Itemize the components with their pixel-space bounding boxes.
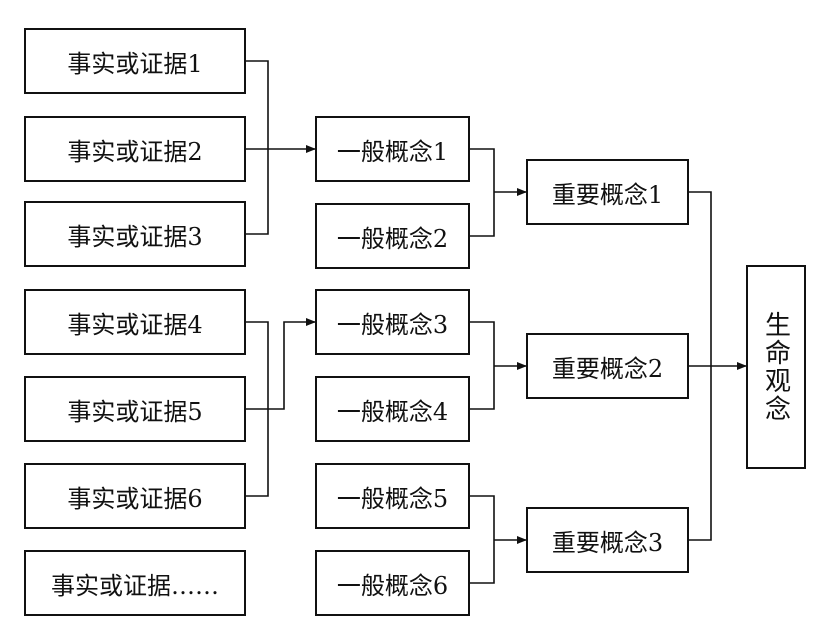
connector-general-3-4: [470, 321, 495, 410]
general-concept-box-1: 一般概念1: [315, 116, 470, 182]
life-concept-box: 生命观念: [746, 265, 806, 469]
general-concept-box-4: 一般概念4: [315, 376, 470, 442]
connector-general-1-2: [470, 148, 495, 237]
evidence-box-6: 事实或证据6: [24, 463, 246, 529]
evidence-box-more: 事实或证据……: [24, 550, 246, 616]
evidence-box-4: 事实或证据4: [24, 289, 246, 355]
evidence-box-5: 事实或证据5: [24, 376, 246, 442]
important-concept-box-2: 重要概念2: [526, 333, 689, 399]
general-concept-box-5: 一般概念5: [315, 463, 470, 529]
important-concept-box-1: 重要概念1: [526, 159, 689, 225]
general-concept-box-6: 一般概念6: [315, 550, 470, 616]
important-concept-box-3: 重要概念3: [526, 507, 689, 573]
general-concept-box-3: 一般概念3: [315, 289, 470, 355]
arrow-to-general-3: [246, 318, 316, 410]
evidence-box-3: 事实或证据3: [24, 201, 246, 267]
connector-general-5-6: [470, 495, 495, 584]
evidence-box-1: 事实或证据1: [24, 28, 246, 94]
general-concept-box-2: 一般概念2: [315, 203, 470, 269]
evidence-box-2: 事实或证据2: [24, 116, 246, 182]
connector-evidence-1-3: [246, 60, 269, 235]
